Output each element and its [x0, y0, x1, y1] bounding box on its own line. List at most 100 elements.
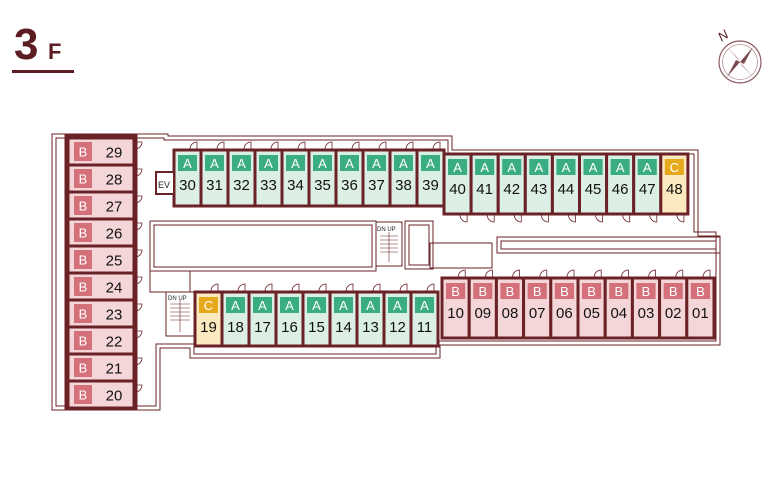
room-type-badge — [367, 155, 386, 171]
room-type-label: A — [318, 156, 327, 171]
door-swing — [351, 141, 360, 150]
door-swing — [318, 283, 327, 292]
room-type-badge — [313, 155, 332, 171]
room-type-badge — [74, 277, 92, 296]
room-type-badge — [205, 155, 224, 171]
room-unit[interactable]: A16 — [274, 283, 305, 348]
room-type-badge — [529, 159, 549, 175]
room-type-label: B — [79, 307, 88, 322]
room-unit[interactable]: A44 — [550, 152, 582, 223]
room-unit[interactable]: A 12 — [382, 283, 413, 348]
room-unit[interactable]: C48 — [659, 152, 690, 223]
room-unit[interactable]: A11 — [409, 283, 440, 348]
room-unit[interactable]: A32 — [226, 141, 257, 208]
room-unit[interactable]: B 06 — [549, 269, 580, 340]
room-number: 14 — [335, 319, 352, 336]
room-type-label: A — [258, 298, 267, 313]
room-unit[interactable]: A47 — [632, 152, 663, 223]
room-type-badge — [74, 331, 92, 350]
room-type-label: A — [420, 298, 429, 313]
room-unit[interactable]: B05 — [576, 269, 607, 340]
room-type-badge — [232, 155, 251, 171]
room-number: 43 — [531, 181, 548, 198]
room-unit[interactable]: A37 — [361, 141, 392, 208]
room-unit[interactable]: A30 — [172, 141, 203, 208]
door-swing — [134, 303, 143, 312]
room-unit[interactable]: B10 — [440, 269, 471, 340]
stairs-middle: DN UP — [375, 221, 403, 267]
room-type-label: B — [587, 284, 596, 299]
room-unit[interactable]: B01 — [685, 269, 716, 340]
room-type-badge — [554, 283, 574, 299]
room-type-label: A — [616, 160, 625, 175]
room-number: 24 — [106, 280, 123, 297]
room-unit[interactable]: C19 — [193, 283, 224, 348]
room-number: 09 — [474, 305, 491, 322]
room-type-label: A — [285, 298, 294, 313]
room-unit[interactable]: A35 — [307, 141, 338, 208]
room-unit[interactable]: A18 — [220, 283, 251, 348]
room-unit[interactable]: A34 — [280, 141, 311, 208]
room-type-label: B — [79, 361, 88, 376]
room-type-badge — [556, 159, 576, 175]
room-type-label: C — [670, 160, 679, 175]
stairs-middle-label: DN UP — [377, 227, 396, 233]
room-type-badge — [74, 385, 92, 404]
room-type-badge — [394, 155, 413, 171]
room-unit[interactable]: A40 — [442, 152, 473, 223]
compass-needle-north — [740, 47, 753, 64]
room-unit[interactable]: A42 — [496, 152, 527, 223]
room-type-label: A — [372, 156, 381, 171]
floor-suffix: F — [48, 39, 62, 64]
room-unit[interactable]: A43 — [523, 152, 554, 223]
room-number: 06 — [556, 305, 573, 322]
room-type-badge — [286, 155, 305, 171]
room-unit[interactable]: A36 — [334, 141, 365, 208]
room-unit[interactable]: A39 — [415, 141, 446, 208]
door-swing — [566, 269, 575, 278]
room-unit[interactable]: A13 — [355, 283, 386, 348]
room-unit[interactable]: B03 — [630, 269, 662, 340]
room-type-badge — [74, 304, 92, 323]
room-unit[interactable]: A17 — [247, 283, 278, 348]
floor-underline — [12, 70, 74, 73]
room-unit[interactable]: A38 — [388, 141, 419, 208]
room-unit[interactable]: A46 — [605, 152, 636, 223]
room-unit[interactable]: A14 — [328, 283, 359, 348]
room-unit[interactable]: B07 — [522, 269, 553, 340]
door-swing — [595, 214, 603, 223]
room-unit[interactable]: B09 — [467, 269, 498, 340]
door-swing — [702, 269, 711, 278]
room-unit[interactable]: A41 — [469, 152, 500, 223]
room-type-badge — [74, 250, 92, 269]
room-unit[interactable]: B02 — [658, 269, 689, 340]
room-unit[interactable]: B08 — [494, 269, 526, 340]
door-swing — [345, 283, 354, 292]
room-unit[interactable]: A45 — [578, 152, 609, 223]
room-type-label: A — [393, 298, 402, 313]
room-unit[interactable]: B04 — [603, 269, 634, 340]
room-type-label: B — [560, 284, 569, 299]
room-type-badge — [259, 155, 278, 171]
room-type-badge — [74, 223, 92, 242]
room-unit[interactable]: A15 — [301, 283, 332, 348]
room-unit[interactable]: A33 — [253, 141, 284, 208]
room-number: 12 — [389, 319, 406, 336]
room-number: 08 — [502, 305, 519, 322]
room-type-badge — [199, 297, 218, 313]
room-type-badge — [388, 297, 407, 313]
room-unit[interactable]: A31 — [199, 141, 230, 208]
room-type-label: A — [480, 160, 489, 175]
room-type-badge — [74, 142, 92, 161]
